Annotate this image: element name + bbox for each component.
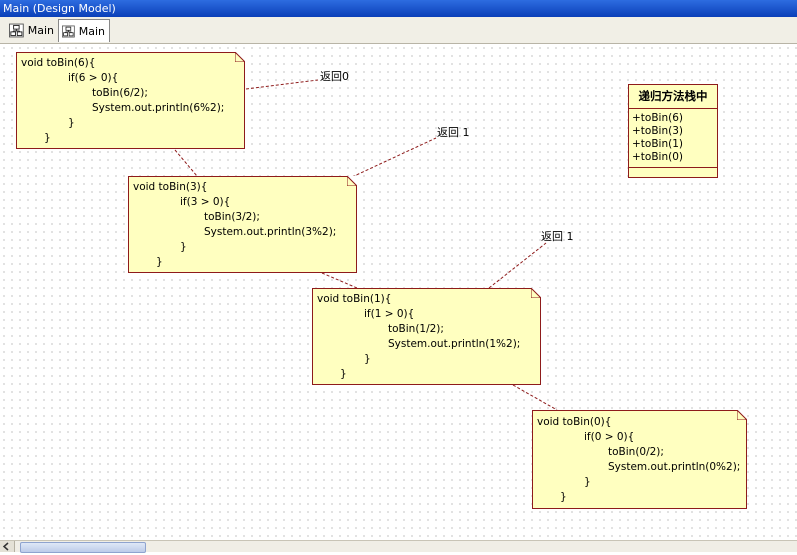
code-line: System.out.println(6%2);	[92, 102, 225, 114]
tab-label: Main	[78, 24, 105, 38]
code-line: }	[364, 353, 371, 365]
code-line: if(6 > 0){	[68, 72, 119, 84]
code-note-tobin-6[interactable]: void toBin(6){ if(6 > 0){ toBin(6/2); Sy…	[16, 52, 245, 149]
code-line: void toBin(6){	[21, 57, 96, 69]
code-line: System.out.println(0%2);	[608, 461, 741, 473]
code-line: }	[156, 256, 163, 268]
code-line: }	[68, 117, 75, 129]
scrollbar-thumb[interactable]	[20, 542, 146, 553]
code-note-tobin-1[interactable]: void toBin(1){ if(1 > 0){ toBin(1/2); Sy…	[312, 288, 541, 385]
class-operation[interactable]: +toBin(3)	[632, 125, 683, 137]
code-line: if(3 > 0){	[180, 196, 231, 208]
code-line: }	[560, 491, 567, 503]
recursion-stack-class[interactable]: 递归方法栈中 +toBin(6) +toBin(3) +toBin(1) +to…	[628, 84, 718, 178]
window-title: Main (Design Model)	[0, 0, 797, 17]
class-operation[interactable]: +toBin(1)	[632, 138, 683, 150]
horizontal-scrollbar[interactable]	[0, 540, 797, 553]
diagram-tab-bar: Main Main	[0, 17, 797, 44]
code-line: toBin(1/2);	[388, 323, 444, 335]
tab-label: Main	[27, 24, 54, 37]
return-label-1[interactable]: 返回 1	[437, 126, 470, 139]
note-fold-corner	[347, 176, 357, 186]
tab-main-1[interactable]: Main	[6, 20, 58, 41]
note-fold-corner	[737, 410, 747, 420]
diagram-icon	[62, 25, 75, 37]
code-line: toBin(0/2);	[608, 446, 664, 458]
code-line: void toBin(1){	[317, 293, 392, 305]
class-operations: +toBin(6) +toBin(3) +toBin(1) +toBin(0)	[629, 109, 717, 168]
code-line: void toBin(0){	[537, 416, 612, 428]
code-line: void toBin(3){	[133, 181, 208, 193]
tab-main-2[interactable]: Main	[58, 19, 110, 42]
return-label-0[interactable]: 返回0	[320, 70, 349, 83]
code-note-tobin-0[interactable]: void toBin(0){ if(0 > 0){ toBin(0/2); Sy…	[532, 410, 747, 509]
diagram-icon	[9, 23, 24, 38]
class-name: 递归方法栈中	[629, 85, 717, 109]
return-label-2[interactable]: 返回 1	[541, 230, 574, 243]
code-line: }	[340, 368, 347, 380]
code-line: }	[584, 476, 591, 488]
code-line: toBin(3/2);	[204, 211, 260, 223]
code-line: if(0 > 0){	[584, 431, 635, 443]
code-line: System.out.println(3%2);	[204, 226, 337, 238]
scroll-left-arrow-icon[interactable]	[0, 541, 15, 552]
code-line: if(1 > 0){	[364, 308, 415, 320]
note-fold-corner	[531, 288, 541, 298]
code-line: }	[44, 132, 51, 144]
code-line: toBin(6/2);	[92, 87, 148, 99]
code-line: }	[180, 241, 187, 253]
code-line: System.out.println(1%2);	[388, 338, 521, 350]
class-operation[interactable]: +toBin(0)	[632, 151, 683, 163]
class-operation[interactable]: +toBin(6)	[632, 112, 683, 124]
code-note-tobin-3[interactable]: void toBin(3){ if(3 > 0){ toBin(3/2); Sy…	[128, 176, 357, 273]
note-fold-corner	[235, 52, 245, 62]
